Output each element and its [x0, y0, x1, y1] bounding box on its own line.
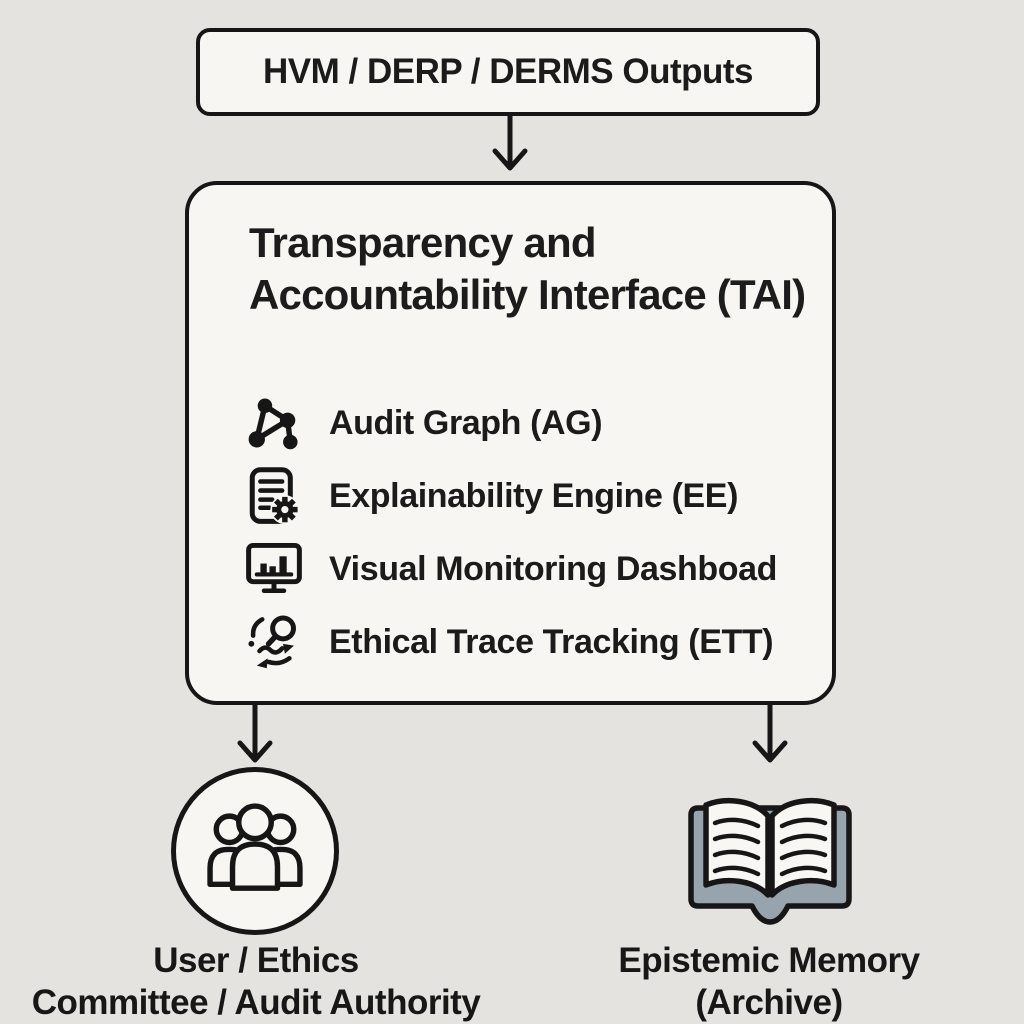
list-item-explainability: Explainability Engine (EE) — [245, 466, 802, 526]
list-item-label: Explainability Engine (EE) — [329, 476, 739, 515]
people-group-icon — [207, 803, 303, 891]
tai-box-title: Transparency and Accountability Interfac… — [249, 219, 806, 319]
magnifier-trace-icon — [248, 615, 296, 669]
arrow-down-icon — [492, 114, 528, 171]
list-item-ethical-trace: Ethical Trace Tracking (ETT) — [245, 612, 802, 672]
list-item-label: Visual Monitoring Dashboad — [329, 549, 778, 588]
source-box-label: HVM / DERP / DERMS Outputs — [263, 52, 754, 91]
list-item-audit-graph: Audit Graph (AG) — [245, 393, 802, 453]
people-circle — [171, 767, 339, 935]
list-item-label: Audit Graph (AG) — [329, 403, 603, 442]
arrow-down-icon — [237, 704, 273, 763]
list-item-label: Ethical Trace Tracking (ETT) — [329, 622, 774, 661]
book-wrap — [682, 776, 858, 936]
tai-box: Transparency and Accountability Interfac… — [185, 181, 836, 705]
caption-epistemic-memory: Epistemic Memory (Archive) — [618, 941, 920, 1022]
source-box: HVM / DERP / DERMS Outputs — [196, 28, 820, 116]
list-item-dashboard: Visual Monitoring Dashboad — [245, 539, 802, 599]
monitor-chart-icon — [246, 542, 302, 594]
caption-user-ethics: User / Ethics Committee / Audit Authorit… — [31, 941, 481, 1022]
tai-feature-list: Audit Graph (AG) — [245, 393, 802, 672]
document-gear-icon — [249, 467, 300, 525]
arrow-down-icon — [752, 704, 788, 763]
open-book-icon — [688, 797, 852, 925]
network-graph-icon — [248, 398, 298, 450]
